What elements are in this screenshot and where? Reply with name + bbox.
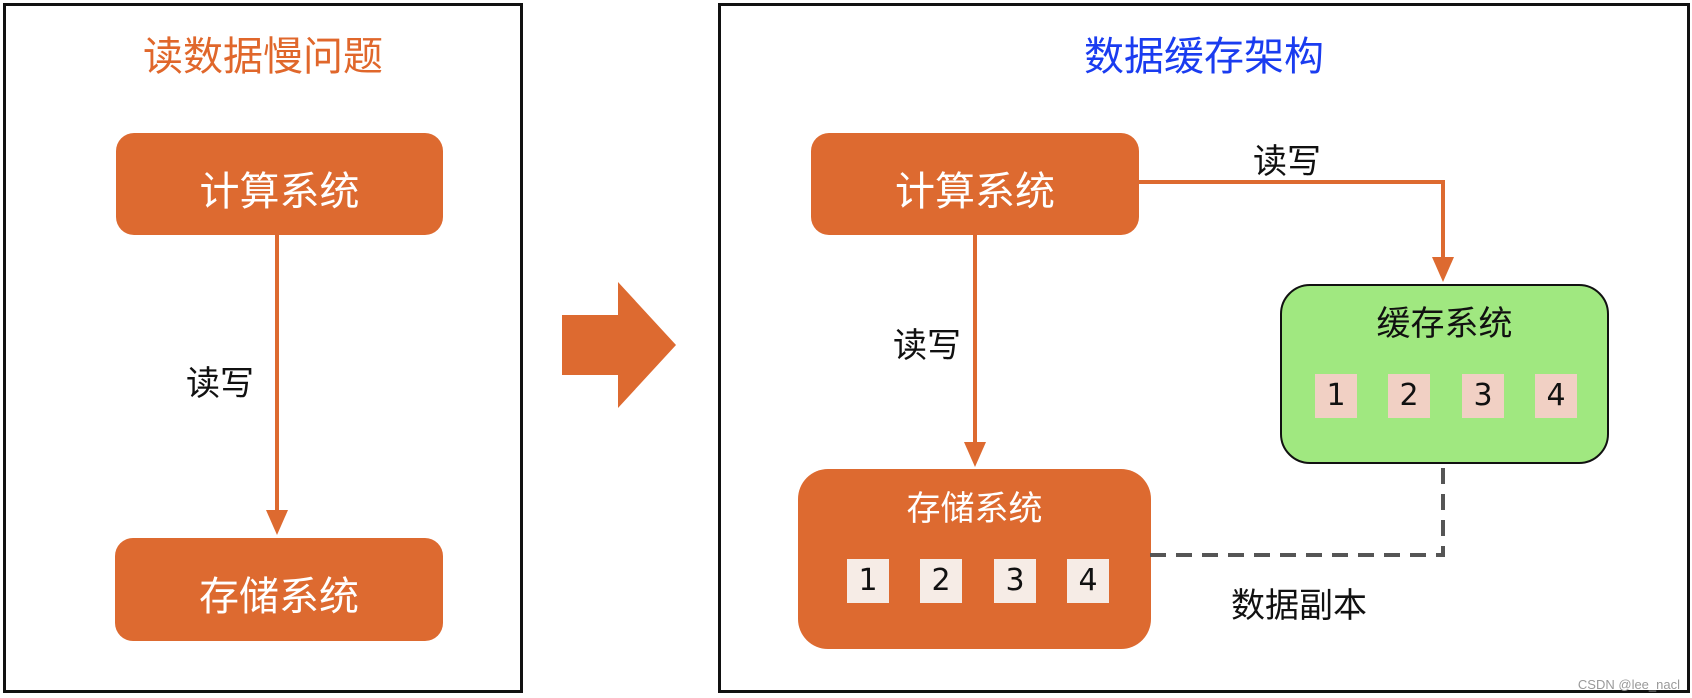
right-edge-label-storage: 读写 [893,326,961,366]
left-storage-box[interactable]: 存储系统 [115,538,443,641]
left-storage-label: 存储系统 [199,574,359,620]
right-panel: 数据缓存架构 计算系统 读写 读写 缓存系统 1 2 3 4 存储系统 1 2 … [718,3,1690,693]
replica-edge-label: 数据副本 [1231,586,1367,626]
right-storage-label: 存储系统 [906,489,1043,529]
cache-cell-1: 1 [1315,374,1357,418]
cache-system-label: 缓存系统 [1376,304,1513,344]
cache-cell-4: 4 [1535,374,1577,418]
left-panel-title: 读数据慢问题 [143,34,383,80]
storage-cell-2: 2 [920,559,962,603]
right-panel-title: 数据缓存架构 [1084,34,1324,80]
left-edge-label: 读写 [186,364,254,404]
cache-cell-3: 3 [1462,374,1504,418]
left-compute-box[interactable]: 计算系统 [116,133,443,235]
cache-cell-2: 2 [1388,374,1430,418]
left-panel: 读数据慢问题 计算系统 读写 存储系统 [3,3,523,693]
right-compute-label: 计算系统 [895,169,1055,215]
cache-system-box[interactable]: 缓存系统 1 2 3 4 [1280,284,1609,464]
right-compute-box[interactable]: 计算系统 [811,133,1139,235]
right-storage-box[interactable]: 存储系统 1 2 3 4 [798,469,1151,649]
right-edge-label-cache: 读写 [1253,142,1321,182]
right-arrow-icon [562,282,676,408]
storage-cell-1: 1 [847,559,889,603]
watermark: CSDN @lee_nacl [1577,677,1680,692]
storage-cell-4: 4 [1067,559,1109,603]
left-compute-label: 计算系统 [199,169,360,215]
storage-cell-3: 3 [994,559,1036,603]
